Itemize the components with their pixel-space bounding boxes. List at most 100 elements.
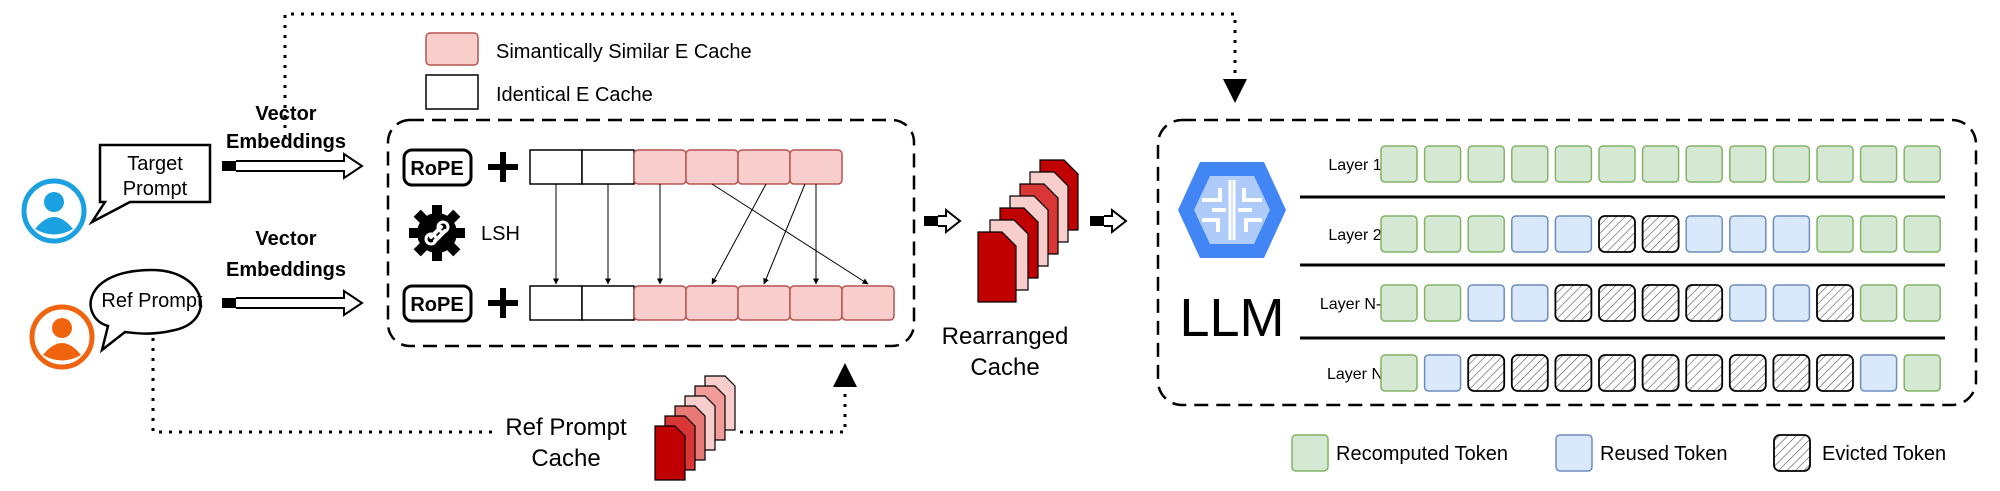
cache-cell-similar (737, 149, 791, 185)
reused-token (1772, 284, 1811, 322)
recomputed-token (1380, 215, 1418, 253)
recomputed-token (1423, 145, 1462, 183)
recomputed-token (1903, 145, 1941, 183)
evicted-token (1641, 354, 1680, 392)
rope-label-top: RoPE (410, 158, 463, 180)
recomputed-token (1380, 284, 1418, 322)
rope-label-bottom: RoPE (410, 294, 463, 316)
recomputed-token (1554, 145, 1593, 183)
ref-prompt-label: Ref Prompt (101, 290, 203, 312)
recomputed-token (1903, 354, 1941, 392)
legend-reused-label: Reused Token (1600, 443, 1728, 465)
layer-label: Layer 1 (1328, 157, 1381, 174)
evicted-token (1816, 284, 1854, 322)
layer-label: Layer N-1 (1320, 296, 1390, 313)
rearranged-cache-documents-icon (977, 159, 1079, 303)
embedding-arrow-top (222, 152, 364, 180)
cache-cell-similar (633, 285, 687, 321)
cache-cell-similar (685, 149, 739, 185)
target-prompt-line1: Target (127, 153, 183, 175)
cache-row-top (529, 149, 843, 185)
rope-box-bottom (402, 284, 473, 323)
reused-token (1467, 284, 1505, 322)
recomputed-token (1380, 145, 1418, 183)
recomputed-token (1380, 354, 1418, 392)
cache-cell-identical (529, 285, 583, 321)
recomputed-token (1859, 215, 1898, 253)
layer-label: Layer 2 (1328, 227, 1381, 244)
legend-identical-label: Identical E Cache (496, 84, 653, 106)
lsh-label: LSH (481, 223, 520, 245)
recomputed-token (1685, 145, 1723, 183)
ref-prompt-dotted-arrow (151, 338, 496, 434)
legend-recomputed-label: Recomputed Token (1336, 443, 1508, 465)
evicted-token (1641, 215, 1680, 253)
rearranged-label-line2: Cache (970, 354, 1039, 381)
cache-cell-identical (529, 149, 583, 185)
evicted-token (1772, 354, 1811, 392)
recomputed-token (1511, 145, 1549, 183)
ref-prompt-bubble (89, 268, 202, 354)
evicted-token (1510, 354, 1549, 392)
to-llm-arrow (1090, 207, 1128, 235)
user-icon-blue (21, 178, 87, 244)
reused-token (1423, 354, 1462, 392)
legend-similar-swatch (425, 32, 479, 66)
legend-evicted-swatch (1773, 434, 1811, 472)
recomputed-token (1903, 215, 1941, 253)
cache-cell-similar (633, 149, 687, 185)
llm-label: LLM (1179, 288, 1284, 348)
evicted-token (1554, 354, 1593, 392)
rearranged-label-line1: Rearranged (942, 323, 1069, 350)
cache-cell-similar (789, 149, 843, 185)
legend-evicted-label: Evicted Token (1822, 443, 1946, 465)
cache-cell-identical (581, 149, 635, 185)
recomputed-token (1598, 145, 1636, 183)
vector-embeddings-bottom-line1: Vector (255, 228, 316, 250)
evicted-token (1598, 284, 1636, 322)
evicted-token (1554, 284, 1593, 322)
plus-icon-top (488, 152, 518, 182)
recomputed-token (1903, 284, 1941, 322)
evicted-token (1728, 354, 1767, 392)
rope-box-top (402, 148, 473, 187)
evicted-token (1598, 215, 1636, 253)
recomputed-token (1816, 215, 1854, 253)
recomputed-token (1423, 215, 1462, 253)
target-prompt-bubble (88, 143, 212, 226)
user-icon-orange (29, 304, 95, 370)
evicted-token (1816, 354, 1854, 392)
evicted-token (1467, 354, 1506, 392)
layer-label: Layer N (1327, 366, 1383, 383)
evicted-token (1641, 284, 1680, 322)
recomputed-token (1467, 215, 1505, 253)
vector-embeddings-bottom-line2: Embeddings (226, 259, 346, 281)
gear-icon (409, 205, 465, 261)
legend-reused-swatch (1555, 434, 1593, 472)
recomputed-token (1467, 145, 1505, 183)
legend-identical-swatch (425, 74, 479, 110)
embedding-container (386, 118, 916, 348)
recomputed-token (1859, 145, 1898, 183)
recomputed-token (1729, 145, 1767, 183)
to-rearranged-arrow (924, 207, 962, 235)
plus-icon-bottom (488, 288, 518, 318)
cache-row-bottom (529, 285, 895, 321)
recomputed-token (1641, 145, 1680, 183)
reused-token (1511, 215, 1549, 253)
evicted-token (1598, 354, 1636, 392)
reused-token (1685, 215, 1723, 253)
reused-token (1729, 284, 1767, 322)
evicted-token (1685, 284, 1724, 322)
legend-similar-label: Simantically Similar E Cache (496, 41, 752, 63)
evicted-token (1685, 354, 1724, 392)
cache-cell-similar (685, 285, 739, 321)
cache-cell-similar (737, 285, 791, 321)
embedding-arrow-bottom (222, 289, 364, 317)
recomputed-token (1423, 284, 1462, 322)
reused-token (1859, 354, 1898, 392)
ref-cache-documents-icon (654, 375, 736, 481)
cache-cell-similar (841, 285, 895, 321)
ref-cache-label-line1: Ref Prompt (505, 414, 627, 441)
